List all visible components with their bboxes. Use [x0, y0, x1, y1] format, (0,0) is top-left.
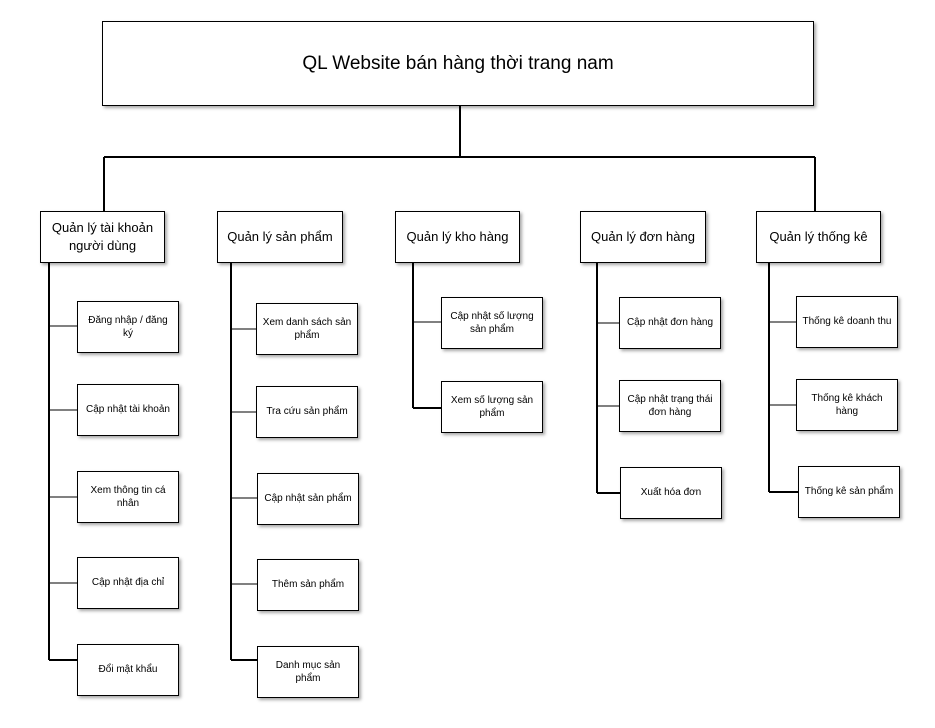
leaf-node: Cập nhật đơn hàng — [619, 297, 721, 349]
leaf-label: Xem danh sách sản phẩm — [262, 316, 352, 342]
leaf-node: Thống kê doanh thu — [796, 296, 898, 348]
leaf-node: Xuất hóa đơn — [620, 467, 722, 519]
root-label: QL Website bán hàng thời trang nam — [302, 52, 614, 74]
leaf-node: Thống kê sản phẩm — [798, 466, 900, 518]
leaf-label: Đăng nhập / đăng ký — [88, 314, 168, 340]
leaf-label: Thống kê doanh thu — [802, 316, 892, 328]
leaf-label: Xuất hóa đơn — [640, 487, 702, 499]
category-label: Quản lý sản phẩm — [227, 229, 333, 245]
leaf-label: Cập nhật sản phẩm — [264, 493, 352, 505]
category-order: Quản lý đơn hàng — [580, 211, 706, 263]
leaf-node: Cập nhật sản phẩm — [257, 473, 359, 525]
leaf-node: Cập nhật số lượng sản phẩm — [441, 297, 543, 349]
leaf-label: Cập nhật số lượng sản phẩm — [450, 310, 534, 336]
leaf-node: Xem thông tin cá nhân — [77, 471, 179, 523]
leaf-node: Tra cứu sản phẩm — [256, 386, 358, 438]
category-label: Quản lý thống kê — [769, 229, 868, 245]
leaf-label: Cập nhật tài khoản — [86, 404, 170, 416]
leaf-node: Xem danh sách sản phẩm — [256, 303, 358, 355]
root-node: QL Website bán hàng thời trang nam — [102, 21, 814, 106]
category-warehouse: Quản lý kho hàng — [395, 211, 520, 263]
leaf-label: Cập nhật địa chỉ — [91, 577, 165, 589]
category-account: Quản lý tài khoản người dùng — [40, 211, 165, 263]
leaf-node: Xem số lượng sản phẩm — [441, 381, 543, 433]
leaf-node: Đổi mật khẩu — [77, 644, 179, 696]
leaf-label: Thêm sản phẩm — [271, 579, 345, 591]
category-label: Quản lý đơn hàng — [591, 229, 695, 245]
category-statistics: Quản lý thống kê — [756, 211, 881, 263]
leaf-label: Tra cứu sản phẩm — [266, 406, 348, 418]
leaf-label: Thống kê sản phẩm — [804, 486, 894, 498]
category-label: Quản lý tài khoản người dùng — [51, 220, 154, 253]
leaf-label: Thống kê khách hàng — [811, 392, 883, 418]
leaf-node: Đăng nhập / đăng ký — [77, 301, 179, 353]
leaf-label: Xem thông tin cá nhân — [90, 484, 166, 510]
leaf-node: Cập nhật trạng thái đơn hàng — [619, 380, 721, 432]
leaf-label: Danh mục sản phẩm — [275, 659, 341, 685]
leaf-label: Cập nhật đơn hàng — [626, 317, 714, 329]
leaf-node: Danh mục sản phẩm — [257, 646, 359, 698]
leaf-label: Đổi mật khẩu — [98, 664, 158, 676]
leaf-label: Xem số lượng sản phẩm — [450, 394, 534, 420]
leaf-node: Thêm sản phẩm — [257, 559, 359, 611]
leaf-label: Cập nhật trạng thái đơn hàng — [627, 393, 713, 419]
category-label: Quản lý kho hàng — [406, 229, 509, 245]
leaf-node: Cập nhật tài khoản — [77, 384, 179, 436]
category-product: Quản lý sản phẩm — [217, 211, 343, 263]
leaf-node: Thống kê khách hàng — [796, 379, 898, 431]
leaf-node: Cập nhật địa chỉ — [77, 557, 179, 609]
